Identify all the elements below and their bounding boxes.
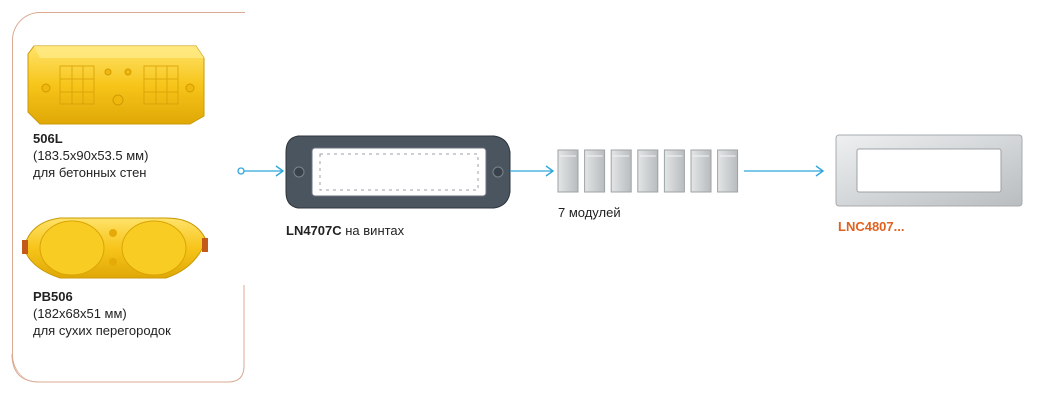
support-frame-label: LN4707C на винтах: [286, 222, 404, 239]
box-506l-code: 506L: [33, 131, 63, 146]
box-506l-dims: (183.5x90x53.5 мм): [33, 148, 149, 163]
box-506l-image: [27, 45, 205, 125]
module-block: [663, 149, 685, 193]
cover-plate-image: [835, 134, 1023, 207]
box-pb506-desc: для сухих перегородок: [33, 323, 171, 338]
arrow-to-plate: [744, 165, 825, 177]
box-pb506-label: PB506 (182x68x51 мм) для сухих перегород…: [33, 288, 171, 339]
module-block: [690, 149, 712, 193]
module-block: [610, 149, 632, 193]
arrow-to-modules: [510, 165, 555, 177]
box-506l-label: 506L (183.5x90x53.5 мм) для бетонных сте…: [33, 130, 148, 181]
mounting-box-panel: [12, 12, 245, 383]
module-block: [584, 149, 606, 193]
arrow-to-frame: [237, 165, 285, 177]
box-pb506-image: [22, 217, 208, 279]
modules-label: 7 модулей: [558, 205, 621, 220]
cover-plate-code: LNC4807...: [838, 219, 905, 234]
support-frame-image: [285, 135, 511, 209]
box-pb506-dims: (182x68x51 мм): [33, 306, 127, 321]
module-block: [717, 149, 739, 193]
support-frame-code: LN4707C: [286, 223, 342, 238]
support-frame-suffix: на винтах: [341, 223, 405, 238]
box-506l-desc: для бетонных стен: [33, 165, 147, 180]
modules-image: [557, 149, 739, 193]
box-pb506-code: PB506: [33, 289, 73, 304]
module-block: [557, 149, 579, 193]
module-block: [637, 149, 659, 193]
